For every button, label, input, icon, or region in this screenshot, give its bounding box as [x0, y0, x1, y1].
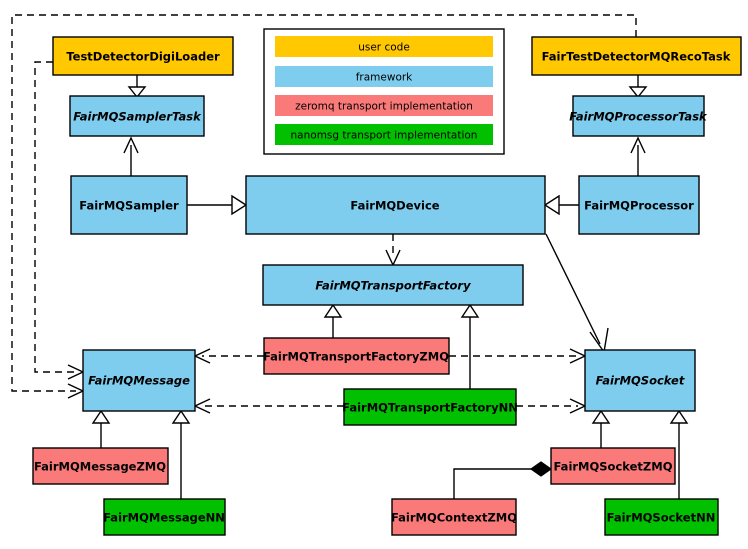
- arrowhead-tfzmq-to-transportfactory: [323, 303, 343, 318]
- node-label-fairmqdevice: FairMQDevice: [350, 199, 439, 213]
- node-label-fairmqsampler: FairMQSampler: [79, 199, 179, 213]
- legend-swatch-nanomsg: [275, 124, 493, 145]
- node-label-fairmqtransportfactoryzmq: FairMQTransportFactoryZMQ: [263, 350, 449, 364]
- node-fairmqmessage[interactable]: FairMQMessage: [82, 349, 196, 412]
- edge-contextzmq-to-socketzmq: [453, 468, 531, 499]
- node-label-fairmqmessagenn: FairMQMessageNN: [103, 511, 225, 525]
- node-label-fairtestdetectormqrecotask: FairTestDetectorMQRecoTask: [542, 50, 731, 64]
- arrowhead-messagenn-to-message: [171, 409, 191, 424]
- node-box-fairmqprocessortask[interactable]: [572, 95, 705, 137]
- legend-label-user-code: user code: [358, 42, 410, 54]
- node-fairmqsocketnn[interactable]: FairMQSocketNN: [604, 498, 719, 536]
- node-fairmqtransportfactorynn[interactable]: FairMQTransportFactoryNN: [342, 388, 518, 426]
- arrowhead-device-to-socket: [589, 327, 609, 354]
- node-fairmqsamplertask[interactable]: FairMQSamplerTask: [69, 95, 205, 137]
- node-label-fairmqmessage: FairMQMessage: [88, 374, 190, 388]
- node-fairmqprocessor[interactable]: FairMQProcessor: [578, 175, 700, 235]
- node-label-fairmqmessagezmq: FairMQMessageZMQ: [34, 460, 166, 474]
- node-label-fairmqsocket: FairMQSocket: [596, 374, 685, 388]
- node-fairmqdevice[interactable]: FairMQDevice: [245, 175, 546, 235]
- node-box-fairmqsocketzmq[interactable]: [550, 447, 676, 485]
- arrowhead-processor-to-processortask: [630, 136, 646, 154]
- edge-digiloader-to-message: [34, 61, 76, 373]
- arrowhead-recotask-to-processortask: [628, 86, 648, 99]
- arrowhead-sampler-to-samplertask: [123, 136, 139, 154]
- arrowhead-digiloader-to-samplertask: [127, 86, 147, 99]
- node-box-fairmqmessagezmq[interactable]: [32, 447, 169, 485]
- node-label-fairmqtransportfactory: FairMQTransportFactory: [315, 279, 471, 293]
- arrowhead-messagezmq-to-message: [91, 409, 111, 424]
- arrowhead-socketzmq-to-socket: [591, 409, 611, 424]
- node-fairmqsampler[interactable]: FairMQSampler: [70, 175, 188, 235]
- arrowhead-processor-to-device: [543, 194, 560, 216]
- node-fairmqmessagezmq[interactable]: FairMQMessageZMQ: [32, 447, 169, 485]
- node-box-fairmqsampler[interactable]: [70, 175, 188, 235]
- node-label-fairmqsocketnn: FairMQSocketNN: [607, 511, 716, 525]
- arrowhead-tfnn-to-transportfactory: [460, 303, 480, 318]
- node-label-fairmqprocessortask: FairMQProcessorTask: [569, 110, 708, 124]
- node-fairmqsocketzmq[interactable]: FairMQSocketZMQ: [550, 447, 676, 485]
- node-box-fairmqtransportfactory[interactable]: [262, 264, 524, 306]
- node-label-fairmqcontextzmq: FairMQContextZMQ: [391, 511, 517, 525]
- node-fairmqmessagenn[interactable]: FairMQMessageNN: [103, 498, 226, 536]
- node-label-fairmqtransportfactorynn: FairMQTransportFactoryNN: [342, 401, 518, 415]
- node-box-fairmqtransportfactorynn[interactable]: [343, 388, 517, 426]
- edges-layer: [11, 14, 689, 499]
- node-box-testdetectordigiloader[interactable]: [52, 36, 234, 76]
- node-box-fairmqmessage[interactable]: [82, 349, 196, 412]
- node-fairtestdetectormqrecotask[interactable]: FairTestDetectorMQRecoTask: [531, 36, 742, 76]
- node-box-fairmqcontextzmq[interactable]: [391, 498, 517, 536]
- node-box-fairmqsocketnn[interactable]: [604, 498, 719, 536]
- node-box-fairmqmessagenn[interactable]: [103, 498, 226, 536]
- node-fairmqprocessortask[interactable]: FairMQProcessorTask: [569, 95, 708, 137]
- node-fairmqtransportfactoryzmq[interactable]: FairMQTransportFactoryZMQ: [263, 337, 450, 375]
- node-label-fairmqsamplertask: FairMQSamplerTask: [73, 110, 202, 124]
- legend-swatch-framework: [275, 66, 493, 87]
- node-fairmqcontextzmq[interactable]: FairMQContextZMQ: [391, 498, 517, 536]
- node-fairmqsocket[interactable]: FairMQSocket: [584, 349, 696, 412]
- node-box-fairmqdevice[interactable]: [245, 175, 546, 235]
- node-box-fairtestdetectormqrecotask[interactable]: [531, 36, 742, 76]
- arrowhead-sampler-to-device: [231, 194, 248, 216]
- node-testdetectordigiloader[interactable]: TestDetectorDigiLoader: [52, 36, 234, 76]
- node-box-fairmqtransportfactoryzmq[interactable]: [263, 337, 450, 375]
- legend-swatch-zeromq: [275, 95, 493, 116]
- node-box-fairmqsamplertask[interactable]: [69, 95, 205, 137]
- node-box-fairmqprocessor[interactable]: [578, 175, 700, 235]
- diamond-contextzmq-to-socketzmq: [529, 461, 553, 477]
- arrowhead-socketnn-to-socket: [669, 409, 689, 424]
- legend-label-nanomsg: nanomsg transport implementation: [291, 130, 478, 142]
- node-label-testdetectordigiloader: TestDetectorDigiLoader: [66, 50, 220, 64]
- legend-swatch-user-code: [275, 36, 493, 57]
- node-box-fairmqsocket[interactable]: [584, 349, 696, 412]
- edge-device-to-socket: [545, 233, 601, 345]
- node-label-fairmqprocessor: FairMQProcessor: [584, 199, 694, 213]
- legend-label-framework: framework: [356, 72, 413, 84]
- node-label-fairmqsocketzmq: FairMQSocketZMQ: [554, 460, 673, 474]
- node-fairmqtransportfactory[interactable]: FairMQTransportFactory: [262, 264, 524, 306]
- legend-label-zeromq: zeromq transport implementation: [295, 101, 473, 113]
- legend: user code framework zeromq transport imp…: [263, 28, 505, 155]
- edge-recotask-to-message: [11, 14, 637, 392]
- nodes-layer: TestDetectorDigiLoader FairMQSamplerTask…: [32, 36, 742, 536]
